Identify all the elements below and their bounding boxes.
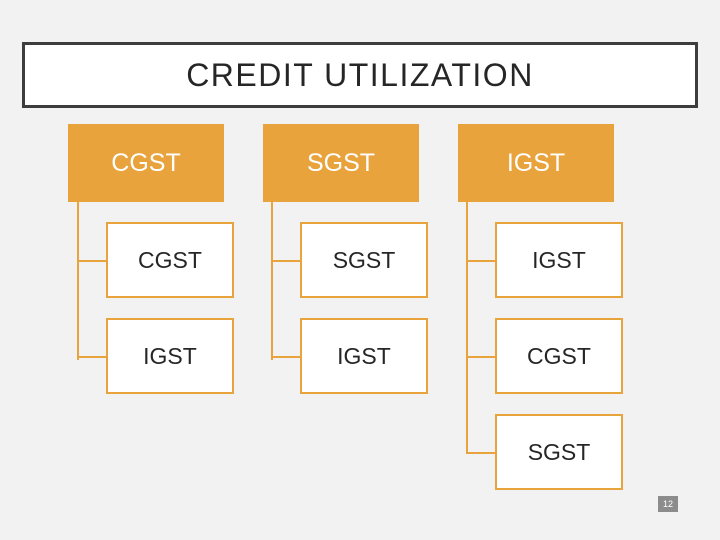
credit-utilization-diagram: CGST CGST IGST SGST SGST IGST IGST IGST … <box>0 118 720 518</box>
column-3-child-2[interactable]: CGST <box>495 318 623 394</box>
column-2-child-2[interactable]: IGST <box>300 318 428 394</box>
connector-horizontal-col-3-child-1 <box>466 260 495 262</box>
connector-horizontal-col-3-child-3 <box>466 452 495 454</box>
connector-horizontal-col-3-child-2 <box>466 356 495 358</box>
column-1-child-1[interactable]: CGST <box>106 222 234 298</box>
connector-horizontal-col-2-child-1 <box>271 260 300 262</box>
column-3-child-1[interactable]: IGST <box>495 222 623 298</box>
column-1-child-2[interactable]: IGST <box>106 318 234 394</box>
connector-vertical-col-1 <box>77 202 79 360</box>
connector-horizontal-col-1-child-1 <box>77 260 106 262</box>
column-2-header[interactable]: SGST <box>263 124 419 202</box>
connector-horizontal-col-2-child-2 <box>271 356 300 358</box>
title-box: CREDIT UTILIZATION <box>22 42 698 108</box>
column-3-child-3[interactable]: SGST <box>495 414 623 490</box>
column-3-header[interactable]: IGST <box>458 124 614 202</box>
page-number-badge: 12 <box>658 496 678 512</box>
column-2-child-1[interactable]: SGST <box>300 222 428 298</box>
connector-vertical-col-3 <box>466 202 468 454</box>
page-title: CREDIT UTILIZATION <box>186 56 534 93</box>
column-1-header[interactable]: CGST <box>68 124 224 202</box>
connector-vertical-col-2 <box>271 202 273 360</box>
connector-horizontal-col-1-child-2 <box>77 356 106 358</box>
